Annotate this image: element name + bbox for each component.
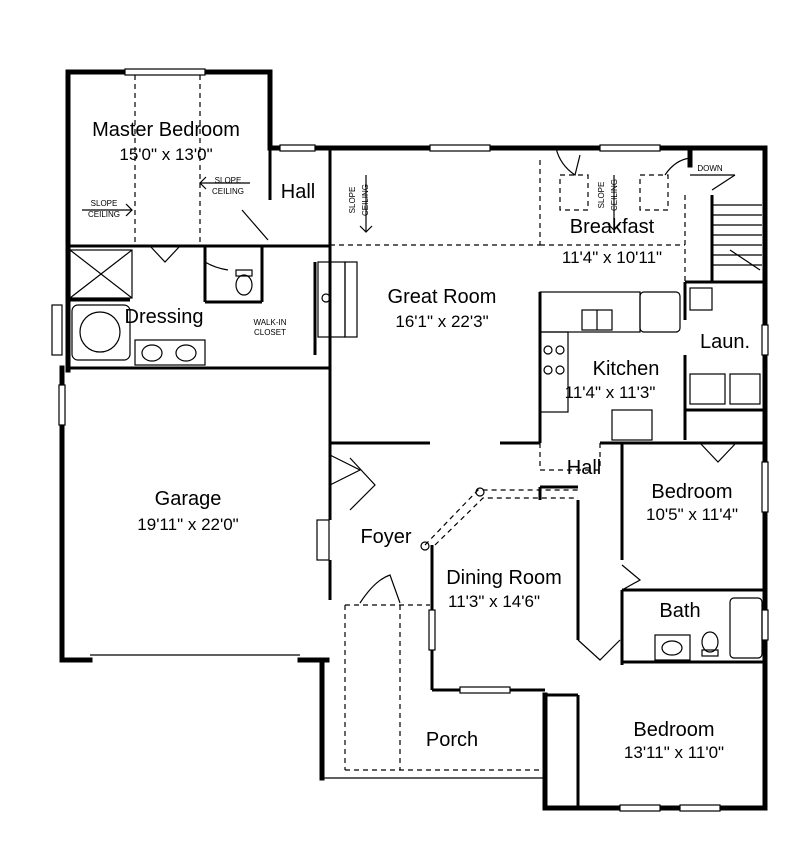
window: [51, 304, 63, 356]
room-name-dressing: Dressing: [125, 306, 204, 328]
vanity: [654, 634, 691, 661]
stairs: [711, 174, 762, 271]
door-swing: [664, 157, 691, 176]
window: [761, 609, 769, 641]
room-name-bedroom-3: Bedroom: [633, 719, 714, 741]
room-name-dining-room: Dining Room: [446, 567, 562, 589]
window: [679, 804, 721, 812]
washer: [689, 287, 713, 311]
room-name-hall: Hall: [281, 181, 315, 203]
window: [761, 461, 769, 513]
door-swing: [577, 639, 621, 661]
room-name-bath: Bath: [659, 600, 700, 622]
dashed-lines: [134, 75, 686, 771]
room-dims-great-room: 16'1" x 22'3": [395, 312, 488, 331]
door-swing: [204, 261, 229, 271]
window: [761, 324, 769, 356]
interior-walls: [68, 148, 765, 808]
toilet: [701, 631, 719, 653]
labels: Master Bedroom 15'0" x 13'0" Hall Great …: [88, 119, 750, 762]
slope-label: SLOPE: [597, 182, 606, 209]
door-swing: [359, 574, 401, 604]
window: [429, 144, 491, 152]
room-name-kitchen: Kitchen: [593, 358, 660, 380]
front-door: [316, 519, 330, 561]
ceiling-label: CEILING: [212, 187, 244, 196]
door-swing: [349, 457, 376, 511]
room-name-hall-lower: Hall: [567, 457, 601, 479]
room-name-bedroom-2: Bedroom: [651, 481, 732, 503]
room-name-garage: Garage: [155, 488, 222, 510]
door-swing: [555, 147, 581, 176]
down-label: DOWN: [697, 164, 723, 173]
window: [279, 144, 316, 152]
dryer: [689, 373, 726, 405]
slope-label: SLOPE: [91, 199, 118, 208]
kitchen-counter: [539, 291, 641, 333]
room-dims-breakfast: 11'4" x 10'11": [562, 248, 662, 267]
room-name-laundry: Laun.: [700, 331, 750, 353]
room-name-porch: Porch: [426, 729, 478, 751]
walk-in-closet-label-2: CLOSET: [254, 328, 286, 337]
bathtub: [729, 597, 763, 659]
window: [599, 144, 661, 152]
window: [124, 68, 206, 76]
window: [619, 804, 661, 812]
window: [459, 686, 511, 694]
door-swing: [699, 442, 737, 463]
windows: [51, 68, 769, 812]
room-dims-garage: 19'11" x 22'0": [137, 515, 238, 534]
door-swing: [149, 245, 181, 263]
shower: [69, 249, 133, 299]
room-name-breakfast: Breakfast: [570, 216, 655, 238]
slope-arrows: [82, 174, 735, 233]
window: [58, 384, 66, 426]
slope-label: SLOPE: [215, 176, 242, 185]
toilet: [235, 274, 253, 296]
ceiling-label: CEILING: [88, 210, 120, 219]
door-swing: [621, 564, 642, 591]
room-dims-dining-room: 11'3" x 14'6": [448, 592, 540, 611]
refrigerator: [611, 409, 653, 441]
tub: [71, 304, 131, 361]
ceiling-label: CEILING: [361, 184, 370, 216]
window: [428, 609, 436, 651]
cooktop: [539, 331, 569, 413]
room-dims-kitchen: 11'4" x 11'3": [565, 383, 656, 402]
ceiling-label: CEILING: [610, 179, 619, 211]
room-dims-bedroom-3: 13'11" x 11'0": [624, 743, 724, 762]
door-swing: [329, 454, 362, 486]
doors: [149, 147, 737, 661]
exterior-walls: [59, 69, 768, 811]
vanity: [134, 339, 206, 366]
walk-in-closet-label-1: WALK-IN: [253, 318, 286, 327]
room-dims-bedroom-2: 10'5" x 11'4": [646, 505, 738, 524]
slope-label: SLOPE: [348, 187, 357, 214]
fixtures: [69, 174, 763, 661]
room-name-master-bedroom: Master Bedroom: [92, 119, 240, 141]
room-name-foyer: Foyer: [360, 526, 411, 548]
room-dims-master-bedroom: 15'0" x 13'0": [119, 145, 212, 164]
door-swing: [241, 209, 269, 241]
room-name-great-room: Great Room: [388, 286, 497, 308]
